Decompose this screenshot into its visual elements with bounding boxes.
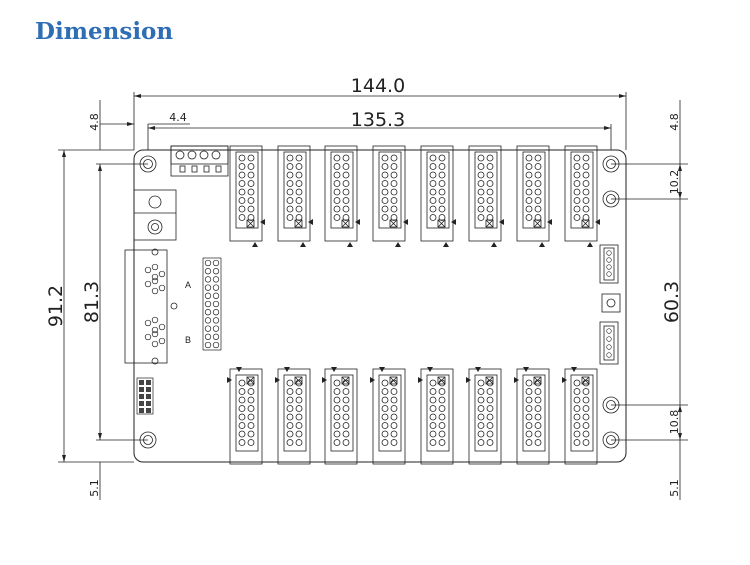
dsub-pin	[144, 319, 152, 327]
dim-hole-span-width: 135.3	[351, 109, 405, 131]
ribbon-connector	[370, 367, 406, 465]
mounting-hole	[602, 431, 620, 449]
side-connector-top	[599, 244, 619, 284]
dim-top-left-margin: 4.8	[88, 113, 101, 131]
dim-bottom-right-margin: 5.1	[668, 479, 681, 497]
dim-hole-span-height: 81.3	[81, 281, 103, 323]
ribbon-connector	[275, 367, 311, 465]
dim-left-offset: 4.4	[169, 111, 187, 124]
ribbon-connector	[277, 145, 313, 247]
pin-header-ab	[202, 257, 222, 351]
ribbon-connector	[466, 367, 502, 465]
dsub-pin	[144, 280, 152, 288]
push-button	[601, 293, 621, 313]
ribbon-connector	[468, 145, 504, 247]
mounting-hole	[602, 190, 620, 208]
dsub-pin	[158, 284, 166, 292]
ribbon-connector	[418, 367, 454, 465]
page-title: Dimension	[35, 18, 174, 45]
ribbon-connector	[229, 145, 265, 247]
network-jack	[133, 189, 177, 241]
ribbon-connector	[324, 145, 360, 247]
mounting-hole	[139, 155, 157, 173]
dsub-pin	[144, 266, 152, 274]
dsub-pin	[151, 273, 159, 281]
dsub-pin	[151, 277, 159, 285]
ribbon-connector	[516, 145, 552, 247]
dsub-pin	[158, 337, 166, 345]
ribbon-connector	[564, 145, 600, 247]
ribbon-connector	[420, 145, 456, 247]
ribbon-connector	[322, 367, 358, 465]
dsub-pin	[151, 287, 159, 295]
side-connector-bottom	[599, 321, 619, 365]
dim-right-top-spacing: 10.2	[668, 170, 681, 195]
dsub-pin	[151, 316, 159, 324]
dim-top-right-margin: 4.8	[668, 113, 681, 131]
connector-row-top	[229, 145, 600, 247]
connector-row-bottom	[227, 367, 598, 465]
ribbon-connector	[227, 367, 263, 465]
ribbon-connector	[514, 367, 550, 465]
mounting-hole	[602, 155, 620, 173]
dim-right-bottom-spacing: 10.8	[668, 410, 681, 435]
dsub-pin	[144, 333, 152, 341]
dim-right-mid-spacing: 60.3	[661, 281, 683, 323]
ribbon-connector	[562, 367, 598, 465]
ribbon-connector	[372, 145, 408, 247]
dsub-pin	[151, 340, 159, 348]
pin-header-small	[136, 377, 154, 415]
port-b-label: B	[185, 335, 191, 345]
mounting-hole	[602, 396, 620, 414]
board-outline	[133, 149, 627, 463]
dim-bottom-left-margin: 5.1	[88, 479, 101, 497]
power-terminal-block	[170, 145, 229, 177]
dsub-pin	[158, 323, 166, 331]
dim-overall-height: 91.2	[45, 285, 67, 327]
port-a-label: A	[185, 280, 191, 290]
dsub-connector-pair	[124, 248, 178, 365]
mounting-hole	[139, 431, 157, 449]
dim-overall-width: 144.0	[351, 75, 405, 97]
dsub-pin	[151, 263, 159, 271]
dsub-pin	[151, 326, 159, 334]
dsub-pin	[151, 330, 159, 338]
dsub-pin	[158, 270, 166, 278]
